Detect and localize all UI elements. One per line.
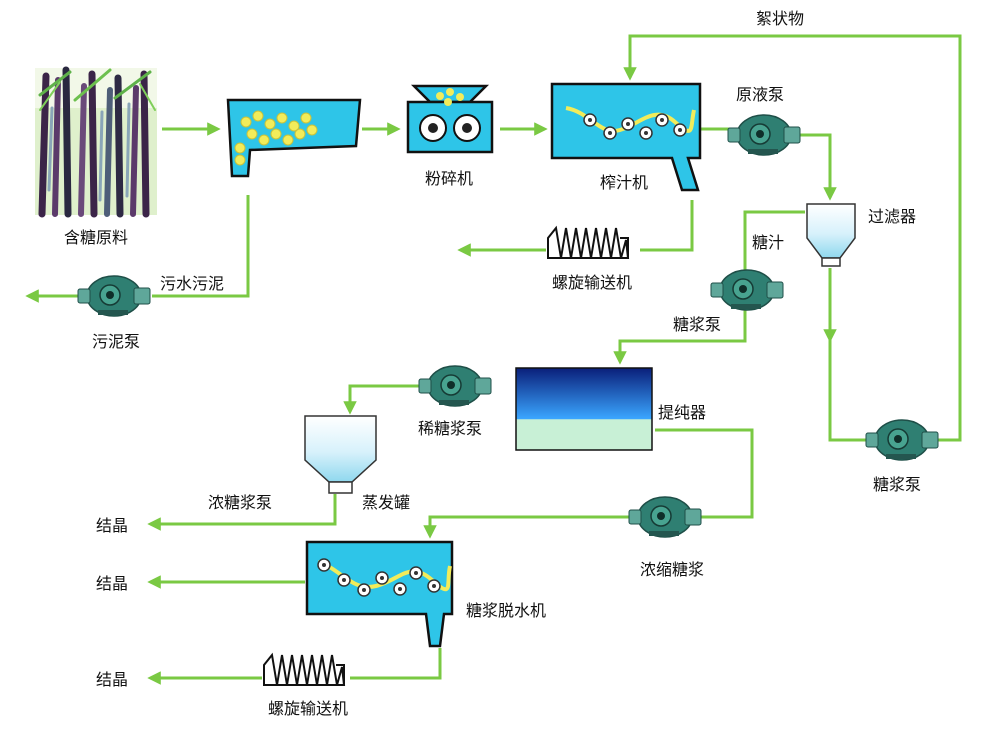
- screw-conveyor-bottom-icon: [263, 654, 345, 686]
- flocculent-label: 絮状物: [756, 9, 804, 28]
- sludge-pump-label: 污泥泵: [92, 332, 140, 351]
- screw-conveyor-top-label: 螺旋输送机: [552, 273, 632, 292]
- evaporator-hopper-icon: [304, 415, 377, 494]
- purifier-label: 提纯器: [658, 403, 706, 422]
- syrup-pump-right-icon: [865, 419, 939, 461]
- flow-concentrate-to-dewater: [423, 515, 630, 539]
- sludge-pump-icon: [77, 275, 151, 317]
- screw-conveyor-top-icon: [547, 227, 629, 259]
- flow-dewater-to-conveyor: [350, 648, 442, 680]
- concentrated-syrup-pump-icon: [628, 496, 702, 538]
- crusher: [406, 84, 494, 154]
- dilute-pump-label: 稀糖浆泵: [418, 419, 482, 438]
- evaporator-label: 蒸发罐: [362, 493, 410, 512]
- flow-dilute-to-evaporator: [343, 384, 420, 415]
- flow-purifier-to-concentrate: [655, 428, 754, 519]
- sugarcane-photo-icon: [35, 66, 157, 218]
- flow-hopper-waste: [152, 195, 250, 298]
- dilute-syrup-pump-icon: [418, 365, 492, 407]
- thick-pump-label: 浓糖浆泵: [208, 493, 272, 512]
- crystal-label-1: 结晶: [96, 516, 128, 535]
- flow-pump-to-filter: [798, 133, 837, 201]
- screw-conveyor-bottom-label: 螺旋输送机: [268, 699, 348, 718]
- concentrated-label: 浓缩糖浆: [640, 560, 704, 579]
- flow-filter-juice: [743, 210, 805, 272]
- filter-hopper-icon: [806, 203, 856, 267]
- juicer: [550, 82, 702, 192]
- crusher-label: 粉碎机: [425, 169, 473, 188]
- feed-hopper: [226, 98, 362, 178]
- syrup-pump-right-label: 糖浆泵: [873, 475, 921, 494]
- raw-liquid-pump-icon: [727, 114, 801, 156]
- flow-syrup-to-purifier: [613, 308, 747, 365]
- dewatering-label: 糖浆脱水机: [466, 601, 546, 620]
- sugar-juice-label: 糖汁: [752, 233, 784, 252]
- flow-evaporator-to-crystal: [147, 494, 337, 531]
- syrup-pump-mid-icon: [710, 269, 784, 311]
- crystal-label-3: 结晶: [96, 670, 128, 689]
- flow-to-right-pump: [828, 340, 868, 442]
- syrup-pump-mid-label: 糖浆泵: [673, 315, 721, 334]
- flow-juicer-to-conveyor: [640, 200, 694, 252]
- filter-label: 过滤器: [868, 207, 916, 226]
- raw-pump-label: 原液泵: [736, 85, 784, 104]
- flow-lines: [25, 34, 962, 685]
- wastewater-label: 污水污泥: [160, 274, 224, 293]
- purifier-tank: [515, 367, 653, 451]
- raw-material-label: 含糖原料: [64, 228, 128, 247]
- juicer-label: 榨汁机: [600, 173, 648, 192]
- flow-flocculent-return: [623, 34, 962, 442]
- crystal-label-2: 结晶: [96, 574, 128, 593]
- dewatering-machine: [305, 540, 454, 648]
